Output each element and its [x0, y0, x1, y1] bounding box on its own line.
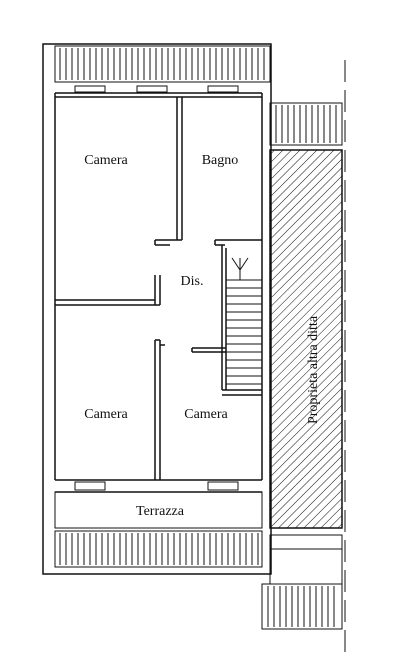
staircase	[226, 257, 262, 385]
label-camera-top-left: Camera	[84, 153, 128, 168]
adjacent-property-area	[269, 149, 343, 529]
interior-walls	[54, 92, 263, 493]
terrazza-area	[54, 491, 263, 529]
label-camera-bottom-left: Camera	[84, 407, 128, 422]
label-camera-bottom-right: Camera	[184, 407, 228, 422]
bottom-railing	[54, 530, 263, 568]
label-disimpegno: Dis.	[181, 274, 204, 289]
label-bagno: Bagno	[202, 153, 239, 168]
top-windows	[74, 85, 239, 93]
label-adjacent-property: Proprieta altra ditta	[306, 315, 321, 424]
label-terrazza: Terrazza	[136, 504, 185, 519]
right-railings	[261, 102, 343, 630]
building-outline	[42, 43, 272, 575]
top-railing	[54, 45, 271, 83]
bottom-windows	[74, 481, 239, 491]
